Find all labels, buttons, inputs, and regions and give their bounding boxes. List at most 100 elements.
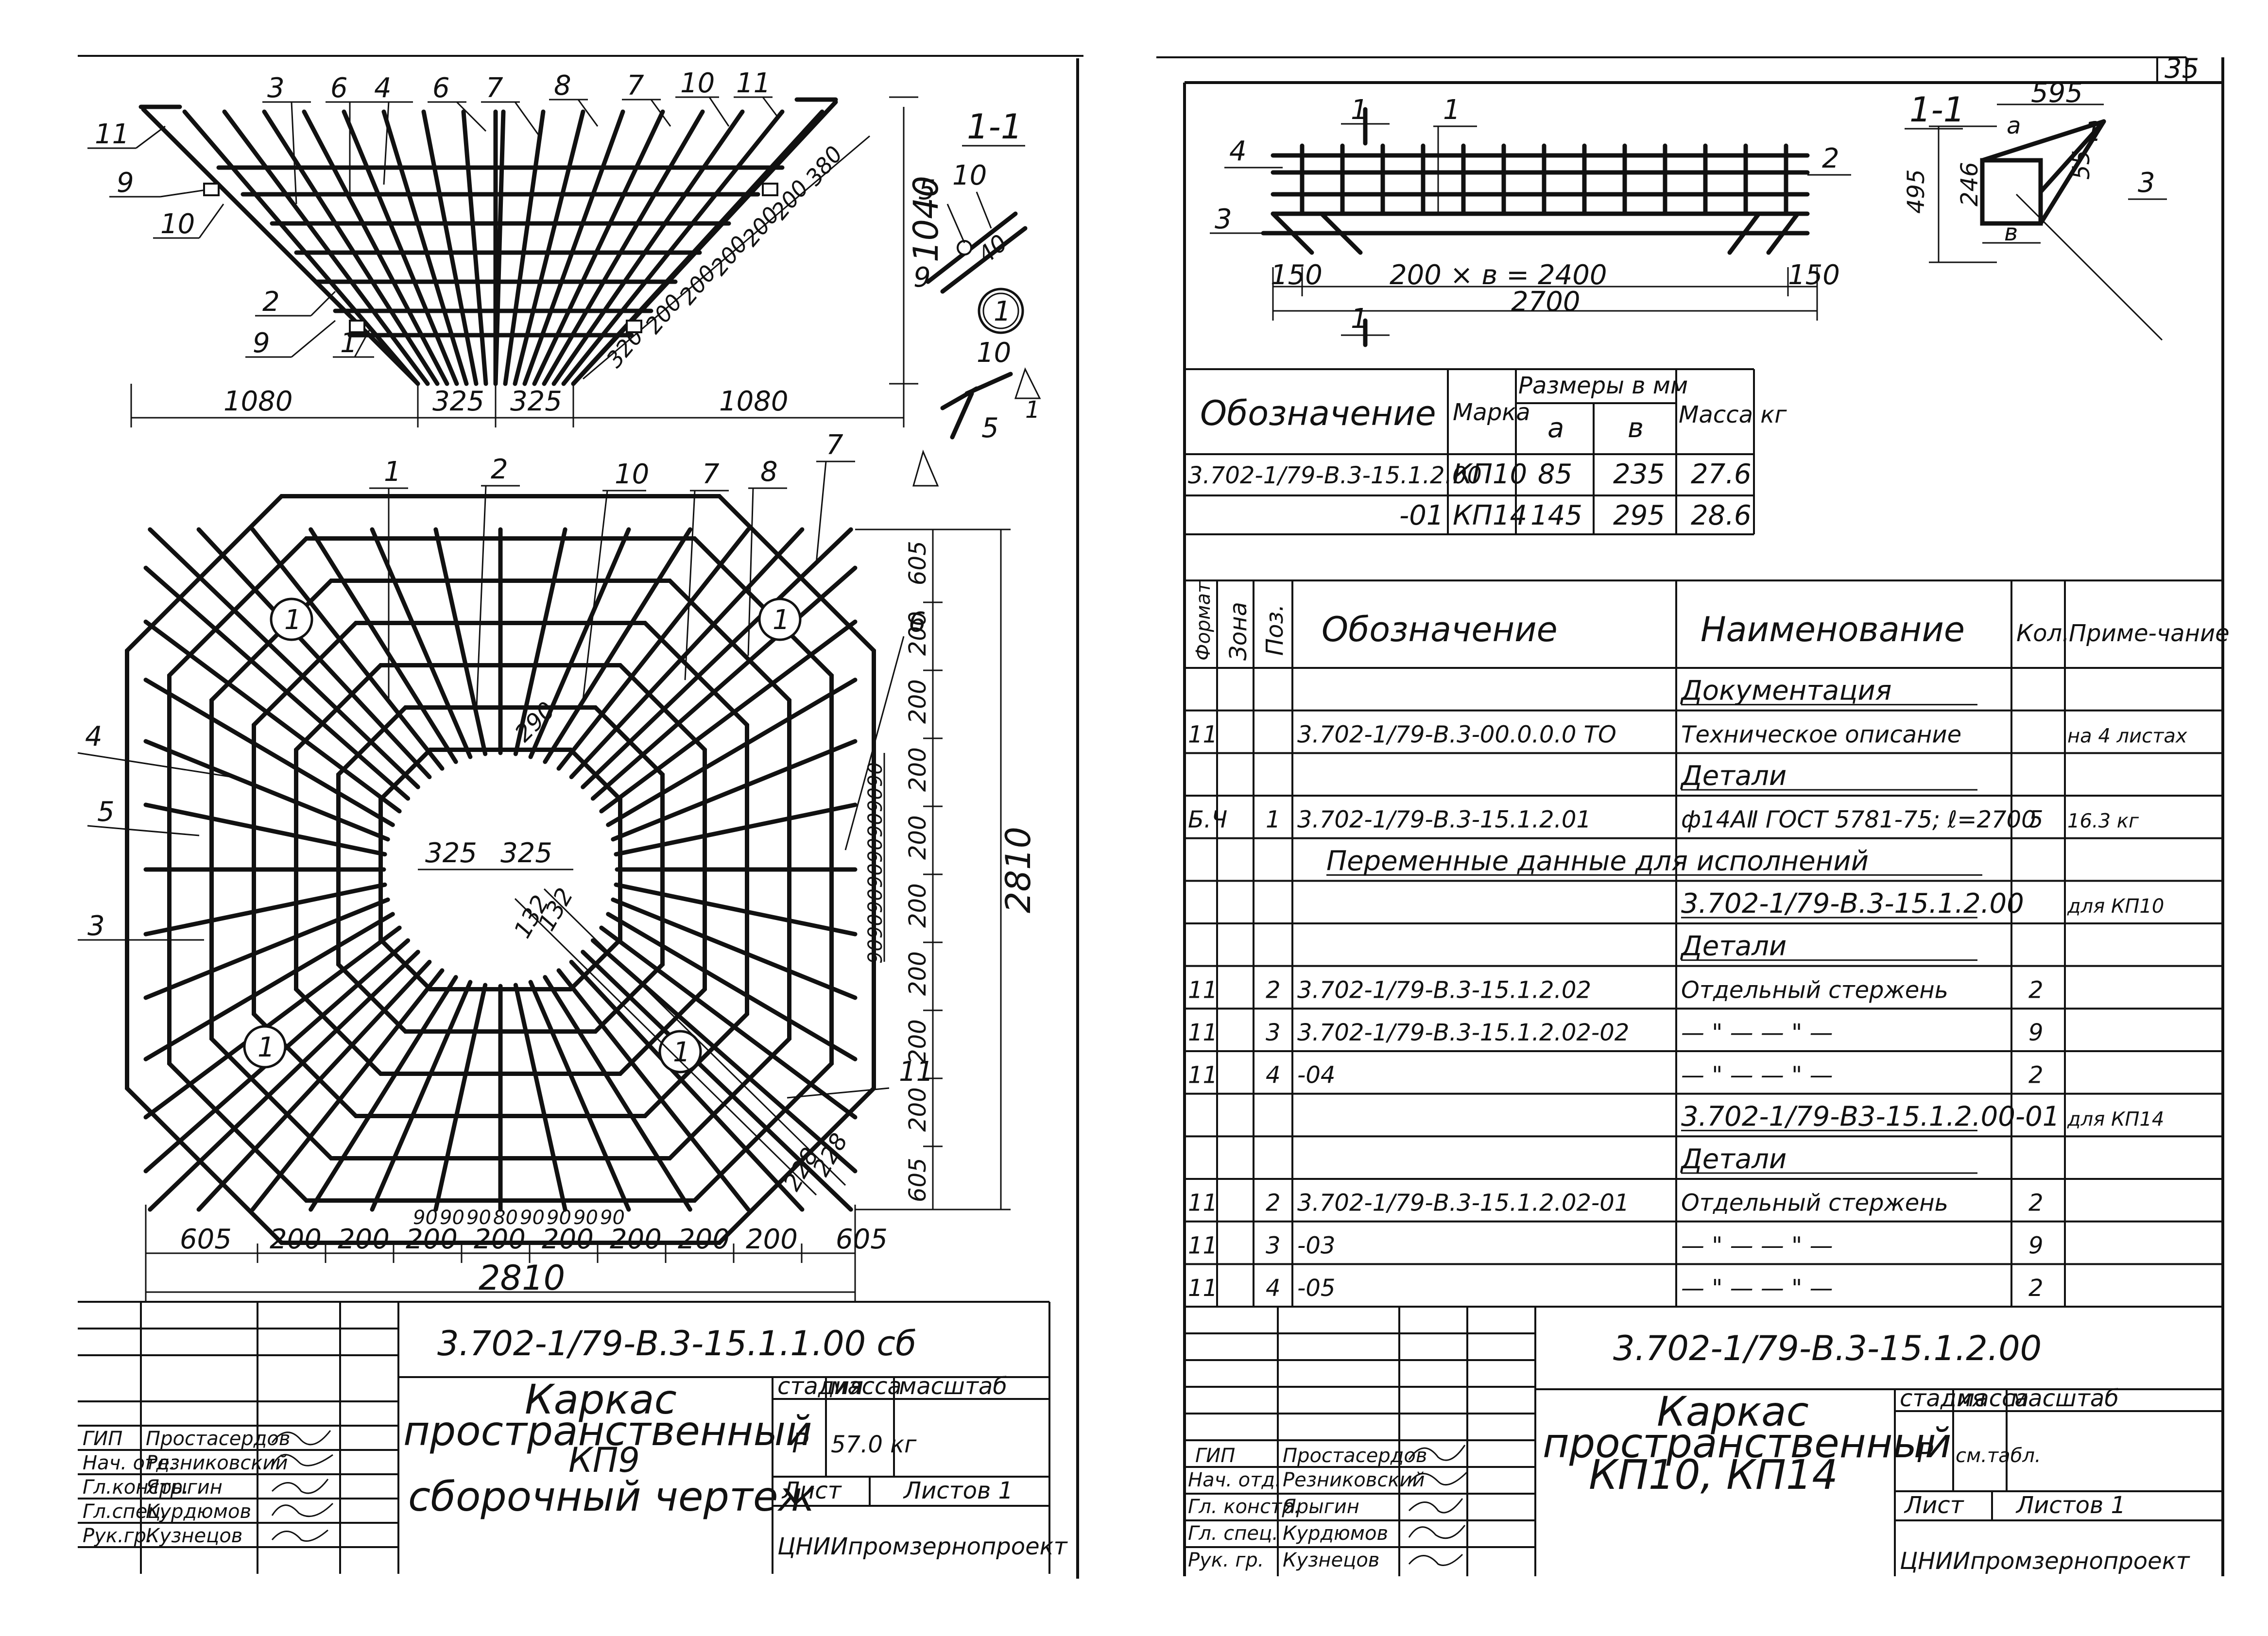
left-code: 3.702-1/79-В.3-15.1.1.00 сб	[437, 1324, 916, 1363]
plan-node-marks: 1 1 1 1	[243, 597, 802, 1074]
plan-pos-5: 5	[97, 796, 115, 828]
spec-designation: -05	[1297, 1275, 1335, 1302]
top-pos-6b: 6	[432, 72, 450, 104]
plan-inner-dim: 90	[864, 787, 887, 812]
spec-designation: -03	[1297, 1232, 1335, 1259]
plan-pos-8: 8	[760, 456, 778, 488]
plan-pos-7a: 7	[702, 459, 720, 490]
spec-h-designation: Обозначение	[1322, 610, 1558, 649]
right-org: ЦНИИпромзернопроект	[1900, 1548, 2191, 1575]
dim-bottom-4: 1080	[719, 386, 789, 417]
spec-name: — " — — " —	[1681, 1019, 1833, 1046]
elev-label-3: 3	[1215, 204, 1232, 235]
size-row1-b: 235	[1613, 459, 1665, 490]
plan-right-dim: 200	[904, 951, 931, 996]
section-pos-3: 3	[2138, 167, 2155, 199]
plan-pos-1: 1	[384, 456, 401, 488]
top-pos-2: 2	[262, 286, 280, 318]
spec-name: Отдельный стержень	[1681, 1190, 1948, 1217]
left-name-line-1: Каркас	[525, 1376, 677, 1423]
spec-format: 11	[1188, 1019, 1218, 1046]
plan-bottom-small-dim: 90	[547, 1207, 571, 1229]
plan-inner-dim: 90	[864, 863, 887, 888]
spec-name: 3.702-1/79-В.3-15.1.2.00	[1681, 888, 2024, 920]
plan-bottom-dim: 200	[610, 1224, 662, 1255]
top-pos-11a: 11	[736, 68, 771, 99]
left-sheet: Лист	[781, 1477, 842, 1504]
plan-center-dim-2: 325	[500, 837, 552, 869]
size-h-designation: Обозначение	[1200, 393, 1436, 433]
plan-pos-7b: 7	[826, 429, 843, 461]
plan-bottom-dim: 605	[180, 1224, 232, 1255]
right-code: 3.702-1/79-В.3-15.1.2.00	[1613, 1329, 2042, 1368]
spec-h-zone: Зона	[1225, 602, 1252, 661]
dim-bottom-2: 325	[432, 386, 484, 417]
left-name-5: Кузнецов	[146, 1525, 242, 1547]
spec-pos: 2	[1266, 976, 1281, 1004]
right-name-line-2: пространственный	[1543, 1419, 1952, 1467]
node-label-5: 5	[981, 412, 999, 444]
size-row1-mark: КП10	[1453, 459, 1527, 490]
right-name-3: Ярыгин	[1282, 1496, 1359, 1518]
dim-bottom-1: 1080	[223, 386, 293, 417]
left-org: ЦНИИпромзернопроект	[777, 1533, 1068, 1560]
spec-format: 11	[1188, 1275, 1218, 1302]
right-mass: см.табл.	[1956, 1445, 2041, 1467]
size-h-a: а	[1547, 412, 1564, 444]
left-role-2: Нач. отд.	[83, 1452, 176, 1474]
elev-dim-right: 150	[1788, 259, 1840, 291]
left-subtitle: сборочный чертеж	[408, 1473, 815, 1520]
plan-bottom-small-dim: 90	[440, 1207, 464, 1229]
spec-qty: 2	[2028, 1062, 2044, 1089]
right-sheets: Листов 1	[2015, 1492, 2126, 1519]
node-arrow-label: 1	[1025, 396, 1040, 424]
right-col-stage: стадия	[1900, 1385, 1986, 1412]
top-pos-9b: 9	[253, 327, 270, 359]
plan-right-dim: 200	[904, 1087, 931, 1132]
spec-name: Переменные данные для исполнений	[1326, 845, 1869, 877]
plan-bottom-dim: 200	[270, 1224, 322, 1255]
elev-dim-total: 2700	[1511, 286, 1581, 318]
elev-label-1c: 1	[1351, 303, 1368, 335]
left-name-2: Резниковский	[146, 1452, 288, 1474]
spec-pos: 1	[1266, 806, 1281, 834]
spec-qty: 9	[2028, 1232, 2044, 1259]
spec-format: 11	[1188, 721, 1218, 748]
spec-qty: 2	[2028, 976, 2044, 1004]
spec-pos: 4	[1266, 1275, 1281, 1302]
section-pos-1: 1	[2084, 116, 2102, 148]
size-row2-mass: 28.6	[1691, 500, 1752, 531]
spec-qty: 2	[2028, 1190, 2044, 1217]
spec-h-note: Приме-чание	[2069, 620, 2230, 647]
left-role-3: Гл.констр.	[83, 1476, 189, 1499]
spec-pos: 2	[1266, 1190, 1281, 1217]
plan-bottom-dim: 200	[474, 1224, 526, 1255]
plan-pos-4: 4	[85, 721, 103, 752]
right-name-5: Кузнецов	[1283, 1549, 1379, 1571]
spec-h-pos: Поз.	[1261, 604, 1289, 656]
top-pos-10b: 10	[160, 208, 195, 240]
left-col-mass: масса	[830, 1373, 902, 1400]
detail-label-9: 9	[913, 262, 931, 293]
size-table: Обозначение Марка Размеры в мм а в Масса…	[1185, 368, 2223, 581]
diag-dim-7: 380	[800, 141, 848, 190]
right-role-5: Рук. гр.	[1188, 1549, 1264, 1571]
right-title-block: 3.702-1/79-В.3-15.1.2.00 Каркас простран…	[1185, 1306, 2223, 1576]
right-role-1: ГИП	[1195, 1445, 1235, 1467]
plan-center-dim-1: 325	[425, 837, 477, 869]
plan-bottom-dim: 200	[746, 1224, 798, 1255]
left-title-block: 3.702-1/79-В.3-15.1.1.00 сб Каркас прост…	[78, 1301, 1068, 1574]
size-row1-designation: 3.702-1/79-В.3-15.1.2.00	[1188, 462, 1482, 489]
node-label-10: 10	[977, 337, 1011, 369]
right-name-2: Резниковский	[1283, 1469, 1425, 1491]
size-row2-b: 295	[1613, 500, 1665, 531]
plan-pos-11: 11	[899, 1056, 933, 1088]
plan-node-1b: 1	[773, 604, 790, 636]
left-name-line-3: КП9	[568, 1440, 640, 1480]
plan-right-total: 2810	[998, 827, 1038, 913]
left-mass: 57.0 кг	[831, 1431, 917, 1458]
left-top-view: 1080 325 325 1080 1040 320 200 200 200 2…	[87, 68, 1041, 487]
spec-h-qty: Кол.	[2016, 620, 2069, 647]
spec-name: — " — — " —	[1681, 1062, 1833, 1089]
